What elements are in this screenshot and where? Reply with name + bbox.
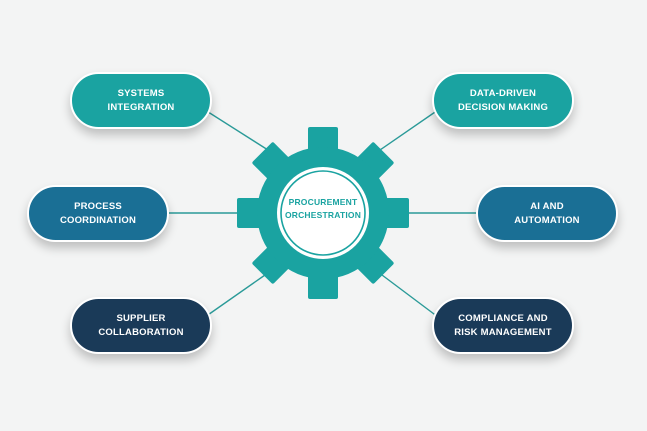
node-supplier-collaboration: SUPPLIER COLLABORATION xyxy=(70,297,212,354)
node-label-line2: INTEGRATION xyxy=(107,101,175,113)
node-label-line1: COMPLIANCE AND xyxy=(458,312,548,324)
center-title-line1: PROCUREMENT xyxy=(288,197,358,207)
node-label-line1: PROCESS xyxy=(74,200,122,212)
node-label-line1: SYSTEMS xyxy=(117,87,165,99)
node-compliance-and-risk-management: COMPLIANCE AND RISK MANAGEMENT xyxy=(432,297,574,354)
node-label-line2: RISK MANAGEMENT xyxy=(454,326,552,338)
node-label-line2: AUTOMATION xyxy=(514,214,580,226)
node-label-line2: COORDINATION xyxy=(59,214,137,226)
center-title-line2: ORCHESTRATION xyxy=(284,210,362,220)
node-label-line1: DATA-DRIVEN xyxy=(469,87,537,99)
connector-compliance xyxy=(381,274,439,318)
node-label-line2: COLLABORATION xyxy=(98,326,184,338)
connector-systems xyxy=(204,109,269,151)
center-title: PROCUREMENT ORCHESTRATION xyxy=(273,196,373,222)
node-label-line1: AI AND xyxy=(530,200,564,212)
node-ai-and-automation: AI AND AUTOMATION xyxy=(476,185,618,242)
node-label-line2: DECISION MAKING xyxy=(457,101,549,113)
connector-data xyxy=(379,109,439,151)
node-process-coordination: PROCESS COORDINATION xyxy=(27,185,169,242)
gear-icon xyxy=(237,127,409,299)
node-systems-integration: SYSTEMS INTEGRATION xyxy=(70,72,212,129)
node-label-line1: SUPPLIER xyxy=(116,312,166,324)
node-data-driven-decision-making: DATA-DRIVEN DECISION MAKING xyxy=(432,72,574,129)
connector-supplier xyxy=(204,274,266,318)
